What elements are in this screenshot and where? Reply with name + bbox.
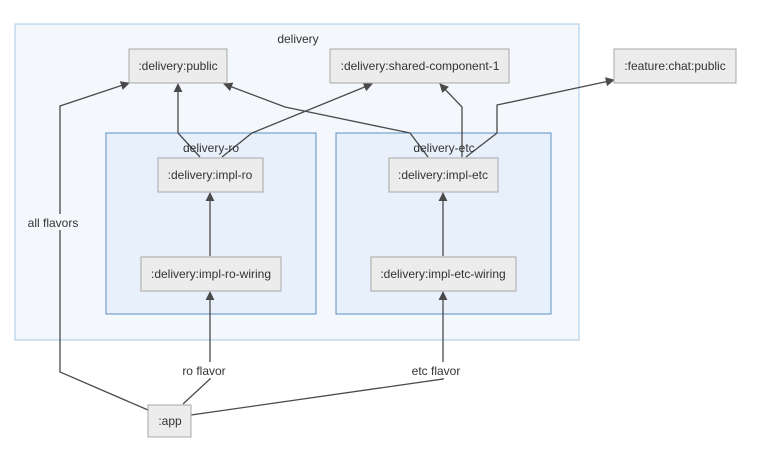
node-app: :app [147,404,192,438]
edge-label-etc-flavor: etc flavor [412,364,461,378]
edge-label-all-flavors-bg [26,214,80,230]
cluster-delivery-ro-label: delivery-ro [183,141,239,155]
node-impl-ro-label: :delivery:impl-ro [168,168,253,182]
node-delivery-public: :delivery:public [128,48,228,84]
node-feature-chat-public: :feature:chat:public [613,48,737,84]
edge-impl-ro-to-shared-component [221,82,373,158]
node-impl-etc-wiring: :delivery:impl-etc-wiring [370,256,517,292]
edge-impl-etc-to-feature-chat-public [465,77,615,158]
node-delivery-public-label: :delivery:public [138,59,217,73]
edge-label-ro-flavor: ro flavor [182,364,225,378]
edge-app-to-impl-ro-wiring [182,291,215,405]
edges [59,77,615,416]
edge-label-all-flavors: all flavors [28,216,79,230]
node-impl-ro: :delivery:impl-ro [157,157,264,193]
edge-app-to-delivery-public [59,81,149,411]
node-feature-chat-public-label: :feature:chat:public [624,59,725,73]
node-shared-component: :delivery:shared-component-1 [329,48,510,84]
edge-label-etc-flavor-bg [410,362,462,378]
node-impl-etc-label: :delivery:impl-etc [398,168,488,182]
node-impl-etc: :delivery:impl-etc [388,157,499,193]
node-impl-ro-wiring-label: :delivery:impl-ro-wiring [151,267,271,281]
cluster-delivery-label: delivery [277,32,318,46]
edge-label-ro-flavor-bg [180,362,228,378]
node-impl-etc-wiring-label: :delivery:impl-etc-wiring [380,267,505,281]
node-app-label: :app [158,414,182,428]
edge-impl-etc-to-shared-component [439,83,463,157]
cluster-delivery-etc-label: delivery-etc [413,141,474,155]
node-impl-ro-wiring: :delivery:impl-ro-wiring [140,256,282,292]
node-shared-component-label: :delivery:shared-component-1 [341,59,500,73]
edge-app-to-impl-etc-wiring [190,291,448,416]
edge-impl-etc-to-delivery-public [223,82,429,158]
edge-impl-ro-to-delivery-public [173,83,201,158]
